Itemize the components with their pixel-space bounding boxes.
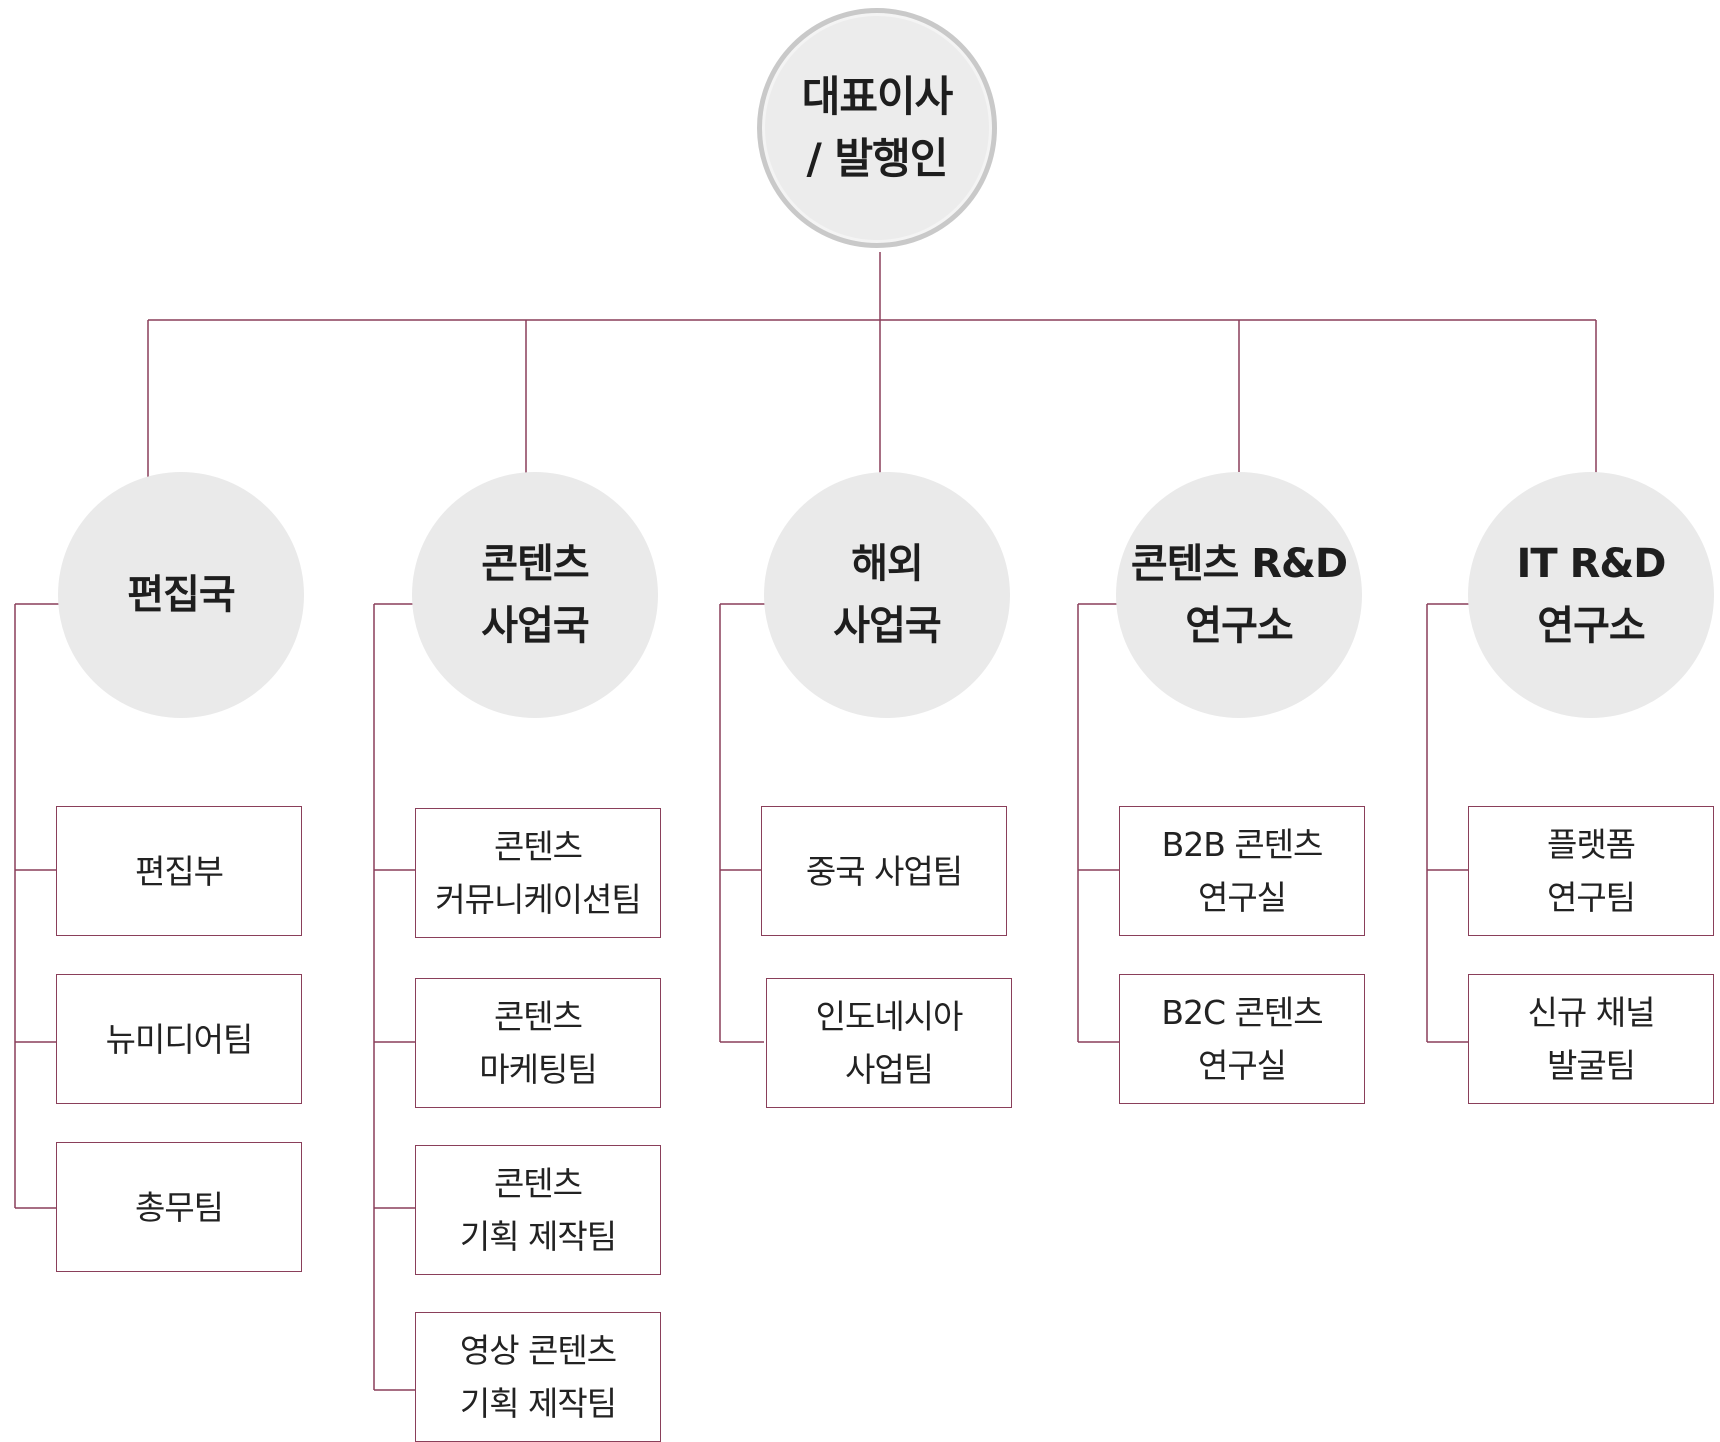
team-general-affairs: 총무팀 bbox=[56, 1142, 302, 1272]
team-platform-research: 플랫폼 연구팀 bbox=[1468, 806, 1714, 936]
dept-content-rnd-lab-label: 콘텐츠 R&D 연구소 bbox=[1130, 541, 1348, 649]
dept-it-rnd-lab-label: IT R&D 연구소 bbox=[1516, 541, 1667, 649]
ceo-publisher-node: 대표이사 / 발행인 bbox=[757, 8, 997, 248]
team-label: B2C 콘텐츠 연구실 bbox=[1161, 993, 1323, 1085]
dept-content-business-label: 콘텐츠 사업국 bbox=[481, 541, 589, 649]
team-content-communication: 콘텐츠 커뮤니케이션팀 bbox=[415, 808, 661, 938]
team-label: 콘텐츠 기획 제작팀 bbox=[459, 1164, 617, 1256]
team-label: 뉴미디어팀 bbox=[105, 1019, 254, 1059]
team-label: 편집부 bbox=[134, 851, 224, 891]
team-b2b-content-lab: B2B 콘텐츠 연구실 bbox=[1119, 806, 1365, 936]
team-label: 총무팀 bbox=[134, 1187, 224, 1227]
dept-it-rnd-lab: IT R&D 연구소 bbox=[1468, 472, 1714, 718]
dept-content-business: 콘텐츠 사업국 bbox=[412, 472, 658, 718]
team-b2c-content-lab: B2C 콘텐츠 연구실 bbox=[1119, 974, 1365, 1104]
team-label: 플랫폼 연구팀 bbox=[1546, 825, 1636, 917]
team-label: 인도네시아 사업팀 bbox=[815, 997, 964, 1089]
team-content-marketing: 콘텐츠 마케팅팀 bbox=[415, 978, 661, 1108]
team-indonesia-business: 인도네시아 사업팀 bbox=[766, 978, 1012, 1108]
team-content-planning-production: 콘텐츠 기획 제작팀 bbox=[415, 1145, 661, 1275]
dept-content-rnd-lab: 콘텐츠 R&D 연구소 bbox=[1116, 472, 1362, 718]
team-new-media: 뉴미디어팀 bbox=[56, 974, 302, 1104]
ceo-publisher-label: 대표이사 / 발행인 bbox=[801, 72, 954, 183]
team-label: 영상 콘텐츠 기획 제작팀 bbox=[459, 1331, 617, 1423]
team-label: 콘텐츠 마케팅팀 bbox=[479, 997, 597, 1089]
team-label: B2B 콘텐츠 연구실 bbox=[1161, 825, 1324, 917]
dept-overseas-business-label: 해외 사업국 bbox=[833, 541, 941, 649]
dept-overseas-business: 해외 사업국 bbox=[764, 472, 1010, 718]
team-label: 콘텐츠 커뮤니케이션팀 bbox=[435, 827, 642, 919]
team-label: 신규 채널 발굴팀 bbox=[1527, 993, 1656, 1085]
team-label: 중국 사업팀 bbox=[805, 851, 963, 891]
team-editorial-office: 편집부 bbox=[56, 806, 302, 936]
team-new-channel-discovery: 신규 채널 발굴팀 bbox=[1468, 974, 1714, 1104]
dept-editorial-label: 편집국 bbox=[127, 572, 235, 618]
team-china-business: 중국 사업팀 bbox=[761, 806, 1007, 936]
team-video-content-planning-production: 영상 콘텐츠 기획 제작팀 bbox=[415, 1312, 661, 1442]
dept-editorial: 편집국 bbox=[58, 472, 304, 718]
